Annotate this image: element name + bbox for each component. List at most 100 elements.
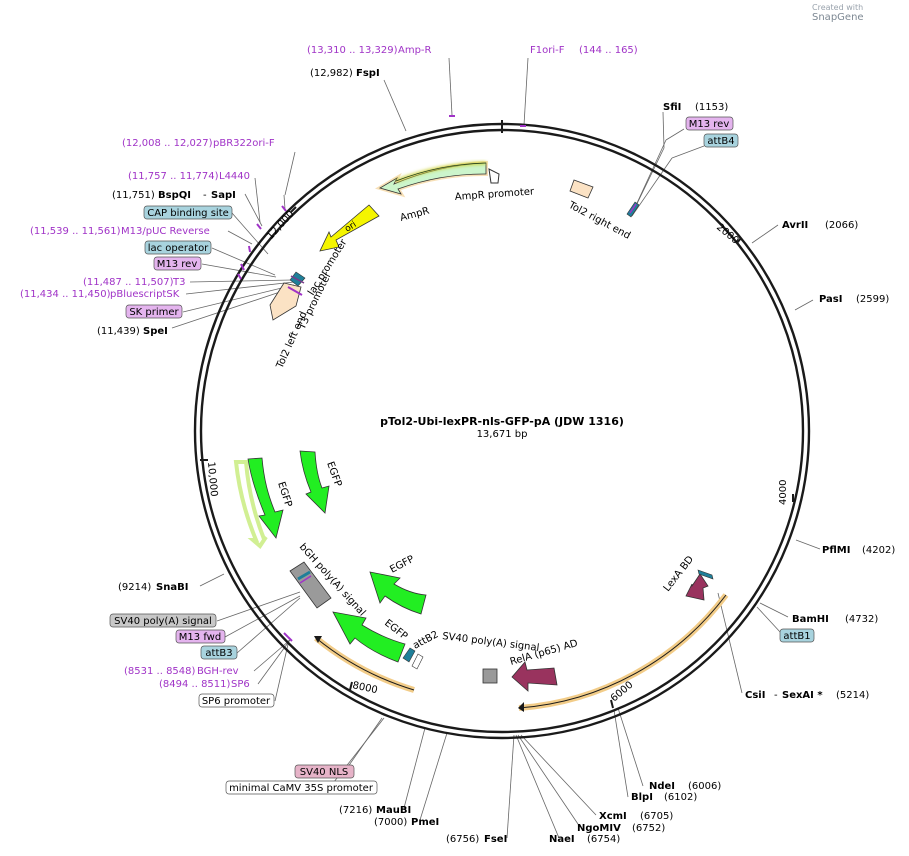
egfp4-arrow[interactable] [332,611,406,663]
site-bamhi-pos: (4732) [845,614,878,625]
rela-orf-arrowhead [518,702,524,712]
egfp2-arrow[interactable] [299,450,330,514]
egfp3-label: EGFP [388,554,416,576]
site-pmei-name[interactable]: PmeI [411,817,439,828]
box-sv40polya[interactable] [109,613,217,628]
box-m13rev-top[interactable] [685,116,734,131]
box-attb1[interactable] [779,628,815,643]
site-blpi-name[interactable]: BlpI [631,792,653,803]
box-attb3[interactable] [200,645,238,660]
egfp3-arrow[interactable] [369,571,427,615]
primer-m13puc-name[interactable]: M13/pUC Reverse [121,226,210,237]
site-sexai-name[interactable]: SexAI * [782,690,823,701]
ori-arrow[interactable] [319,204,380,252]
site-ndei-name[interactable]: NdeI [649,781,675,792]
primer-t3-name[interactable]: T3 [172,277,185,288]
site-ngomiv-pos: (6752) [632,823,665,834]
site-avrii-name[interactable]: AvrII [782,220,808,231]
primer-l4440-range: (11,757 .. 11,774) [128,171,219,182]
bgh-box[interactable] [289,561,332,609]
egfp2-label: EGFP [324,460,343,488]
attb1-feature [697,569,714,580]
m13rev-top-feature [629,203,637,214]
site-bspqi-name[interactable]: BspQI [158,190,191,201]
tol2-right-label: Tol2 right end [566,199,632,241]
site-snabi-pos: (9214) [118,582,151,593]
site-ndei-pos: (6006) [688,781,721,792]
site-blpi-pos: (6102) [664,792,697,803]
rela-arrow[interactable] [511,661,558,692]
box-sv40nls[interactable] [294,764,355,779]
tol2-right-box[interactable] [569,179,594,199]
box-sp6promoter[interactable] [198,693,275,708]
site-xcmi-pos: (6705) [640,811,673,822]
site-avrii-pos: (2066) [825,220,858,231]
ampr-arrow[interactable] [378,162,487,195]
tol2-left-box[interactable] [269,282,302,321]
ampr-promoter-arrow[interactable] [488,168,500,184]
primer-bghrev-name[interactable]: BGH-rev [197,666,239,677]
site-pasi-pos: (2599) [856,294,889,305]
box-lacop[interactable] [144,240,212,255]
site-csii-name[interactable]: CsiI [745,690,765,701]
lexa-arrow[interactable] [685,573,709,601]
primer-pbr322-name[interactable]: pBR322ori-F [213,138,275,149]
box-m13fwd-text: M13 fwd [179,632,221,643]
site-naei-name[interactable]: NaeI [549,834,575,845]
ticks [200,206,794,709]
site-spei-name[interactable]: SpeI [143,326,168,337]
box-attb1-text: attB1 [783,631,810,642]
tick-label-8000: 8000 [351,680,378,696]
egfp1-glow [233,460,268,549]
site-bspqi-pos: (11,751) [112,190,155,201]
ampr-orf-line [395,162,487,182]
site-csii-pos: (5214) [836,690,869,701]
box-sv40polya-text: SV40 poly(A) signal [114,616,212,627]
box-attb4-text: attB4 [707,136,734,147]
snapgene-credit: Created with SnapGene [812,3,909,23]
primer-ampr-name[interactable]: Amp-R [398,45,432,56]
box-cap[interactable] [143,205,233,220]
site-naei-pos: (6754) [587,834,620,845]
box-m13rev-left[interactable] [153,256,202,271]
box-camv35s[interactable] [225,780,378,795]
site-fspi-name[interactable]: FspI [356,68,380,79]
box-attb4[interactable] [703,133,739,148]
sv40-polya-feature [297,570,311,581]
primer-l4440-name[interactable]: L4440 [219,171,250,182]
sv40pa-box[interactable] [482,668,498,684]
egfp1-arrow[interactable] [247,457,284,539]
primer-markers [237,115,526,642]
site-ngomiv-name[interactable]: NgoMIV [577,823,621,834]
tick-label-2000: 2000 [714,222,741,247]
primer-f1ori-name[interactable]: F1ori-F [530,45,565,56]
box-skprimer[interactable] [125,304,183,319]
egfp1-label: EGFP [275,481,293,509]
site-bspqi-sep: - [203,190,207,201]
site-fsei-pos: (6756) [446,834,479,845]
box-cap-text: CAP binding site [147,208,229,219]
box-m13fwd[interactable] [175,629,226,644]
primer-sp6-name[interactable]: SP6 [231,679,250,690]
primer-f1ori-range: (144 .. 165) [579,45,638,56]
cap-feature [290,275,305,284]
egfp-orf-line [315,637,415,691]
site-sapi-name[interactable]: SapI [211,190,236,201]
attb2-feature[interactable] [402,647,416,663]
box-skprimer-text: SK primer [129,307,179,318]
m13fwd-feature [299,575,312,584]
site-fsei-name[interactable]: FseI [484,834,507,845]
attb2-box[interactable] [411,653,424,670]
site-maubi-name[interactable]: MauBI [376,805,411,816]
site-sfii-name[interactable]: SfiI [663,102,681,113]
site-xcmi-name[interactable]: XcmI [599,811,627,822]
sv40pa-label: SV40 poly(A) signal [442,631,540,654]
primer-pbluescript-name[interactable]: pBluescriptSK [110,289,180,300]
site-pflmi-name[interactable]: PflMI [822,545,850,556]
site-bamhi-name[interactable]: BamHI [792,614,829,625]
rela-orf-line [518,594,727,709]
site-spei-pos: (11,439) [97,326,140,337]
site-pasi-name[interactable]: PasI [819,294,842,305]
site-snabi-name[interactable]: SnaBI [156,582,188,593]
tick-label-12000: 12,000 [265,209,297,242]
